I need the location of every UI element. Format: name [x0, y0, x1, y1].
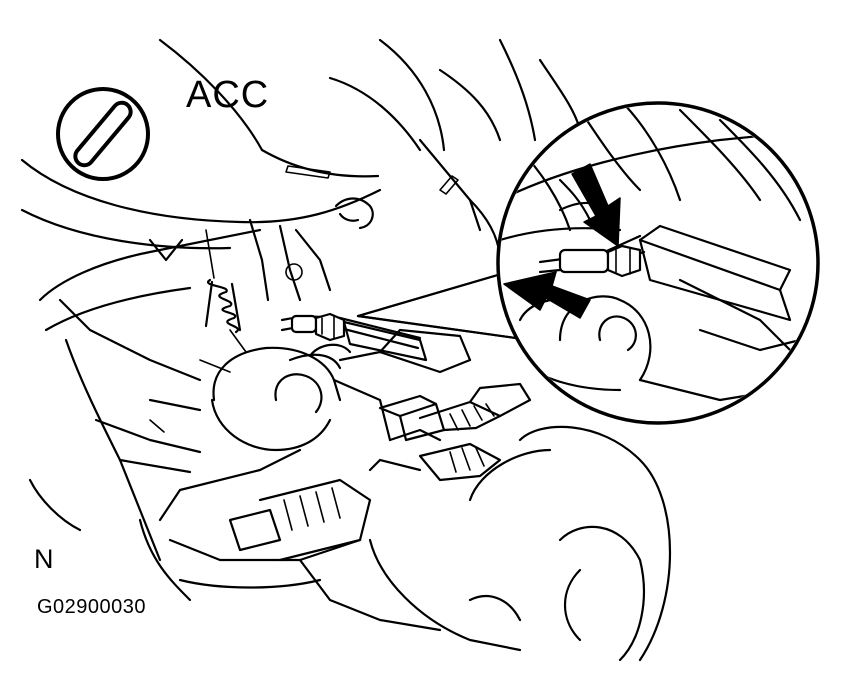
magnified-detail-view — [496, 101, 820, 425]
key-interlock-cable — [280, 312, 428, 362]
push-direction-arrow-icon — [503, 271, 591, 319]
lower-dash-panel — [28, 218, 332, 562]
ignition-key-position-icon — [56, 87, 150, 181]
steering-column-housing — [210, 328, 472, 472]
push-direction-arrow-icon — [571, 163, 621, 247]
switch-connectors — [228, 382, 532, 562]
spring-detail — [204, 229, 247, 353]
ignition-position-label: ACC — [186, 74, 270, 116]
figure-code: G02900030 — [37, 596, 147, 618]
steering-wheel-hub — [138, 425, 672, 662]
callout-pointer — [356, 270, 532, 342]
orientation-label: N — [34, 544, 54, 574]
dashboard-outline — [20, 38, 582, 264]
